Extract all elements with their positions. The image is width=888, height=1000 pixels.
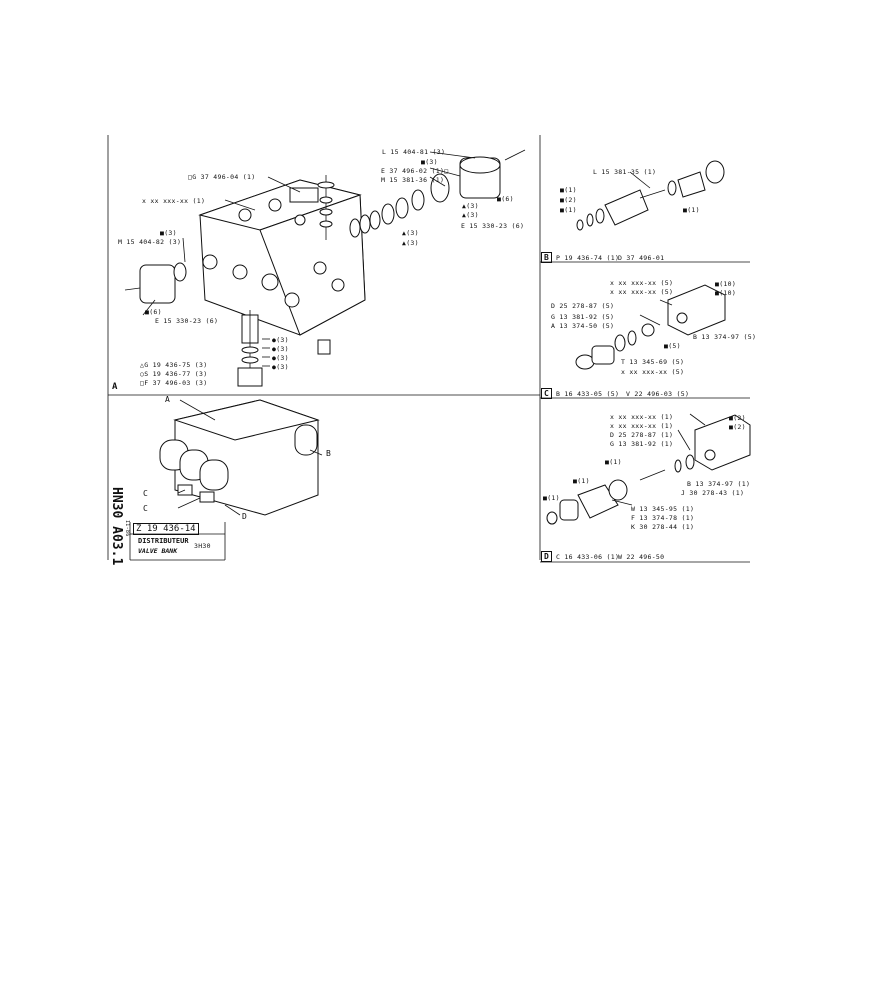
label-g-37-496-04: □G 37 496-04 (1) [188,173,256,181]
title-french: DISTRIBUTEUR [138,537,189,545]
label-e-15-330-23-right: E 15 330-23 (6) [461,222,525,230]
label-f-13-374-78: F 13 374-78 (1) [631,514,695,522]
label-c-x-xx-1: x xx xxx-xx (5) [610,279,674,287]
label-b-qty-3: ■(1) [560,206,577,214]
label-d-x-xx-2: x xx xxx-xx (1) [610,422,674,430]
label-a-qty-2: ■(3) [160,229,177,237]
legend-s-19-436-77: ○S 19 436-77 (3) [140,370,208,378]
legend-g-19-436-75: △G 19 436-75 (3) [140,361,208,369]
section-c-ref2: V 22 496-03 (5) [626,390,690,398]
label-c-qty-10a: ■(10) [715,280,737,288]
title-english: VALVE BANK [138,547,178,555]
label-a-13-374-50: A 13 374-50 (5) [551,322,615,330]
label-dot-4: ●(3) [272,363,289,371]
label-b-qty-2: ■(2) [560,196,577,204]
label-c-x-xx-3: x xx xxx-xx (5) [621,368,685,376]
label-c-qty-5: ■(5) [664,342,681,350]
legend-f-37-496-03: □F 37 496-03 (3) [140,379,208,387]
label-triangle-2: ▲(3) [462,211,479,219]
label-d-25-278-87-d: D 25 278-87 (1) [610,431,674,439]
section-c-letter: C [541,388,552,399]
label-t-13-345-69: T 13 345-69 (5) [621,358,685,366]
label-g-13-381-92-c: G 13 381-92 (5) [551,313,615,321]
label-j-30-278-43: J 30 278-43 (1) [681,489,745,497]
spring-vertical-top [289,175,335,240]
label-b-13-374-97-d: B 13 374-97 (1) [687,480,751,488]
section-d-ref2: W 22 496-50 [618,553,665,561]
label-m-15-381-36: M 15 381-36 (1) [381,176,445,184]
label-x-xx-a: x xx xxx-xx (1) [142,197,206,205]
label-d-x-xx-1: x xx xxx-xx (1) [610,413,674,421]
section-b-letter: B [541,252,552,263]
label-triangle-1: ▲(3) [462,202,479,210]
section-d-letter: D [541,551,552,562]
label-a-qty-3: ■(6) [145,308,162,316]
section-b-ref2: D 37 496-01 [618,254,665,262]
assembly-callout-b: B [326,449,332,458]
label-c-x-xx-2: x xx xxx-xx (5) [610,288,674,296]
spring-stack-top [349,149,526,238]
assembly-callout-d: D [242,512,248,521]
section-a-letter: A [112,382,118,392]
section-d-parts [546,414,751,525]
label-l-15-381-35: L 15 381-35 (1) [593,168,657,176]
part-ref: Z 19 436-14 [133,523,199,535]
section-b-parts [576,160,725,231]
assembly-callout-c2: C [143,504,149,513]
label-dot-2: ●(3) [272,345,289,353]
label-dot-3: ●(3) [272,354,289,362]
label-a-qty-1: ■(3) [421,158,438,166]
leader-lines [142,151,706,506]
left-cover-part [124,262,187,304]
assembly-callout-c1: C [143,489,149,498]
label-g-13-381-92-d: G 13 381-92 (1) [610,440,674,448]
label-d-qty-1a: ■(1) [605,458,622,466]
label-a-qty-4: ■(6) [497,195,514,203]
label-e-15-330-23-left: E 15 330-23 (6) [155,317,219,325]
label-d-qty-2b: ■(2) [729,423,746,431]
label-e-37-496-02: E 37 496-02 (1)□ [381,167,449,175]
label-c-qty-10b: ■(10) [715,289,737,297]
label-b-qty-1: ■(1) [560,186,577,194]
label-l-15-404-81: L 15 404-81 (3) [382,148,446,156]
label-triangle-3: ▲(3) [402,229,419,237]
label-d-25-278-87-c: D 25 278-87 (5) [551,302,615,310]
label-m-15-404-82: M 15 404-82 (3) [118,238,182,246]
section-b-ref: P 19 436-74 (1) [556,254,620,262]
valve-body-main [198,179,366,336]
label-b-qty-4: ■(1) [683,206,700,214]
label-k-30-278-44: K 30 278-44 (1) [631,523,695,531]
label-b-13-374-97-c: B 13 374-97 (5) [693,333,757,341]
model-code: 3H30 [194,542,211,550]
label-d-qty-1b: ■(1) [573,477,590,485]
bottom-spring-parts [237,310,331,387]
section-c-ref: B 16 433-05 (5) [556,390,620,398]
label-dot-1: ●(3) [272,336,289,344]
section-d-ref: C 16 433-06 (1) [556,553,620,561]
label-triangle-4: ▲(3) [402,239,419,247]
label-d-qty-2a: ■(2) [729,414,746,422]
label-d-qty-1c: ■(1) [543,494,560,502]
label-w-13-345-95: W 13 345-95 (1) [631,505,695,513]
assembly-callout-a: A [165,395,171,404]
section-c-parts [575,284,726,370]
valve-bank-assembly [159,399,323,516]
